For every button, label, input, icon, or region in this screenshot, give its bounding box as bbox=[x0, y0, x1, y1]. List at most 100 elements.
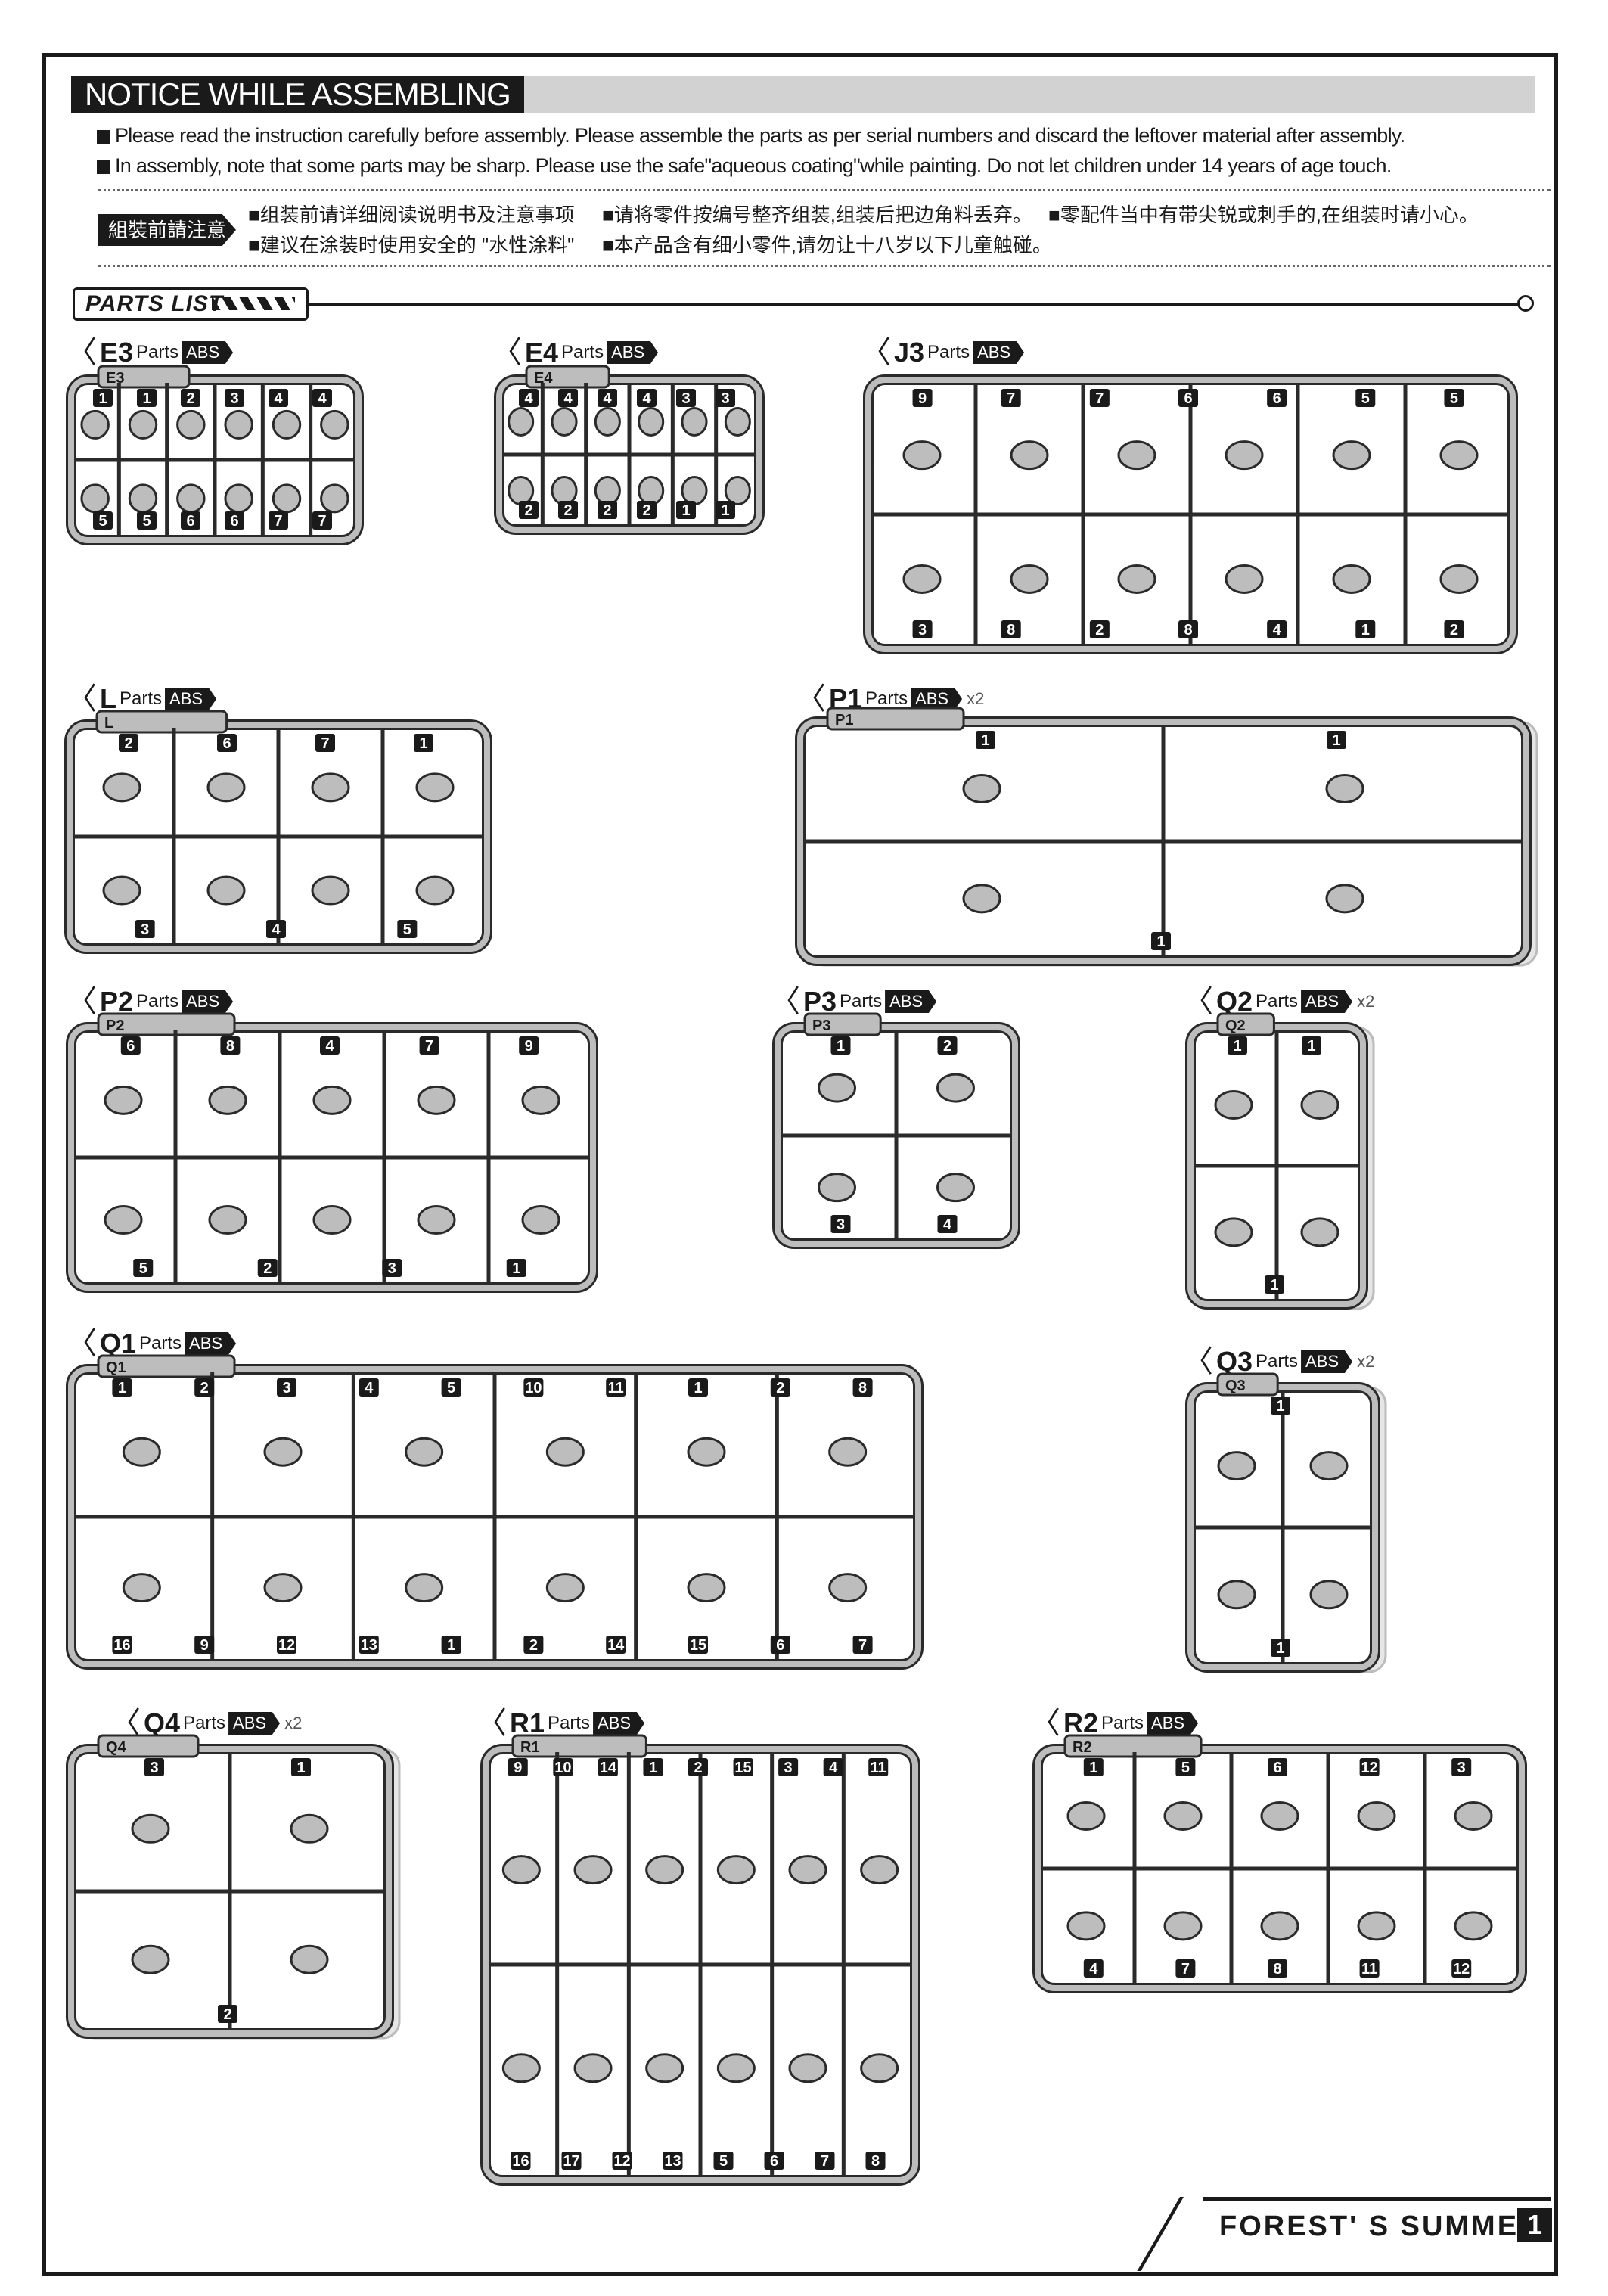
part-number-tag bbox=[441, 1636, 461, 1654]
part-piece bbox=[638, 406, 665, 437]
part-number: 1 bbox=[1361, 622, 1370, 638]
part-number-tag bbox=[137, 389, 157, 407]
part-piece bbox=[1117, 564, 1156, 594]
part-number: 2 bbox=[200, 1380, 209, 1397]
part-piece bbox=[1163, 1800, 1203, 1831]
sprue-tab-label: E4 bbox=[534, 370, 553, 387]
part-number-tag bbox=[181, 511, 200, 530]
part-number: 5 bbox=[98, 513, 107, 530]
part-number: 2 bbox=[603, 502, 611, 519]
part-piece bbox=[1225, 564, 1264, 594]
part-piece bbox=[224, 483, 253, 514]
part-piece bbox=[573, 1855, 613, 1885]
part-number-tag bbox=[1265, 1275, 1284, 1294]
part-number: 1 bbox=[512, 1260, 520, 1277]
part-piece bbox=[902, 440, 942, 471]
chevron-left-icon: 〈 bbox=[1183, 985, 1213, 1018]
part-number: 16 bbox=[512, 2153, 529, 2170]
part-number-tag bbox=[1355, 389, 1376, 407]
dotted-divider bbox=[98, 189, 1551, 191]
part-piece bbox=[263, 1573, 303, 1603]
sprue-tab bbox=[97, 1734, 200, 1758]
part-number-tag bbox=[269, 389, 288, 407]
part-piece bbox=[405, 1437, 444, 1467]
part-number: 3 bbox=[837, 1216, 845, 1233]
part-number-tag bbox=[713, 2152, 734, 2170]
chevron-left-icon: 〈 bbox=[110, 1707, 141, 1740]
part-number: 8 bbox=[1184, 622, 1192, 638]
part-piece bbox=[320, 483, 349, 514]
part-piece bbox=[681, 406, 708, 437]
part-number: 6 bbox=[1273, 390, 1281, 407]
part-piece bbox=[131, 1944, 170, 1974]
part-number-tag bbox=[112, 1636, 132, 1654]
cn-notice-tag: 組裝前請注意 bbox=[98, 214, 236, 246]
part-number: 4 bbox=[274, 390, 283, 407]
part-number: 6 bbox=[186, 513, 194, 530]
part-number-tag bbox=[606, 1378, 626, 1397]
part-number: 1 bbox=[681, 502, 690, 519]
chevron-left-icon: 〈 bbox=[492, 336, 522, 369]
part-number: 3 bbox=[681, 390, 690, 407]
part-piece bbox=[962, 773, 1001, 803]
part-piece bbox=[1300, 1089, 1339, 1120]
part-number-tag bbox=[1267, 620, 1287, 638]
part-piece bbox=[1214, 1089, 1253, 1120]
part-number: 4 bbox=[524, 390, 533, 407]
part-number: 9 bbox=[525, 1038, 533, 1055]
stripes-decoration bbox=[212, 297, 295, 310]
part-number-tag bbox=[519, 389, 539, 407]
part-number-tag bbox=[93, 511, 113, 530]
sprue-tab bbox=[95, 710, 228, 734]
part-number: 4 bbox=[943, 1216, 952, 1233]
part-number: 5 bbox=[1181, 1760, 1190, 1776]
part-number: 17 bbox=[563, 2153, 579, 2170]
part-number: 4 bbox=[1089, 1961, 1098, 1978]
part-piece bbox=[818, 1173, 856, 1203]
sprue-tab-label: P3 bbox=[812, 1018, 830, 1034]
part-number-tag bbox=[937, 1036, 958, 1055]
part-number: 2 bbox=[642, 502, 650, 519]
part-number: 3 bbox=[230, 390, 238, 407]
parts-list-rule bbox=[309, 303, 1520, 306]
part-number-tag bbox=[441, 1378, 461, 1397]
part-number: 6 bbox=[776, 1637, 784, 1654]
part-number: 3 bbox=[721, 390, 729, 407]
part-piece bbox=[828, 1573, 868, 1603]
part-number-tag bbox=[1267, 389, 1287, 407]
part-number-tag bbox=[1271, 1639, 1290, 1657]
part-piece bbox=[1217, 1451, 1256, 1481]
part-piece bbox=[208, 1205, 247, 1235]
part-number: 1 bbox=[837, 1038, 845, 1055]
part-number-tag bbox=[291, 1758, 311, 1776]
part-piece bbox=[551, 406, 578, 437]
bullet-icon bbox=[97, 130, 110, 144]
part-number-tag bbox=[1355, 620, 1376, 638]
part-number: 8 bbox=[1273, 1961, 1281, 1978]
part-number: 5 bbox=[1361, 390, 1370, 407]
part-piece bbox=[638, 476, 665, 506]
part-number-tag bbox=[637, 389, 657, 407]
part-piece bbox=[405, 1573, 444, 1603]
part-number-tag bbox=[1083, 1959, 1104, 1978]
part-number-tag bbox=[1228, 1036, 1247, 1055]
chevron-left-icon: 〈 bbox=[67, 682, 97, 716]
part-number: 1 bbox=[142, 390, 151, 407]
part-number: 7 bbox=[1095, 390, 1104, 407]
part-number-tag bbox=[1175, 1758, 1196, 1776]
sprue-frame-fill bbox=[483, 1746, 918, 2183]
part-piece bbox=[818, 1073, 856, 1103]
part-number-tag bbox=[676, 389, 696, 407]
part-number: 13 bbox=[361, 1637, 377, 1654]
part-piece bbox=[508, 476, 535, 506]
